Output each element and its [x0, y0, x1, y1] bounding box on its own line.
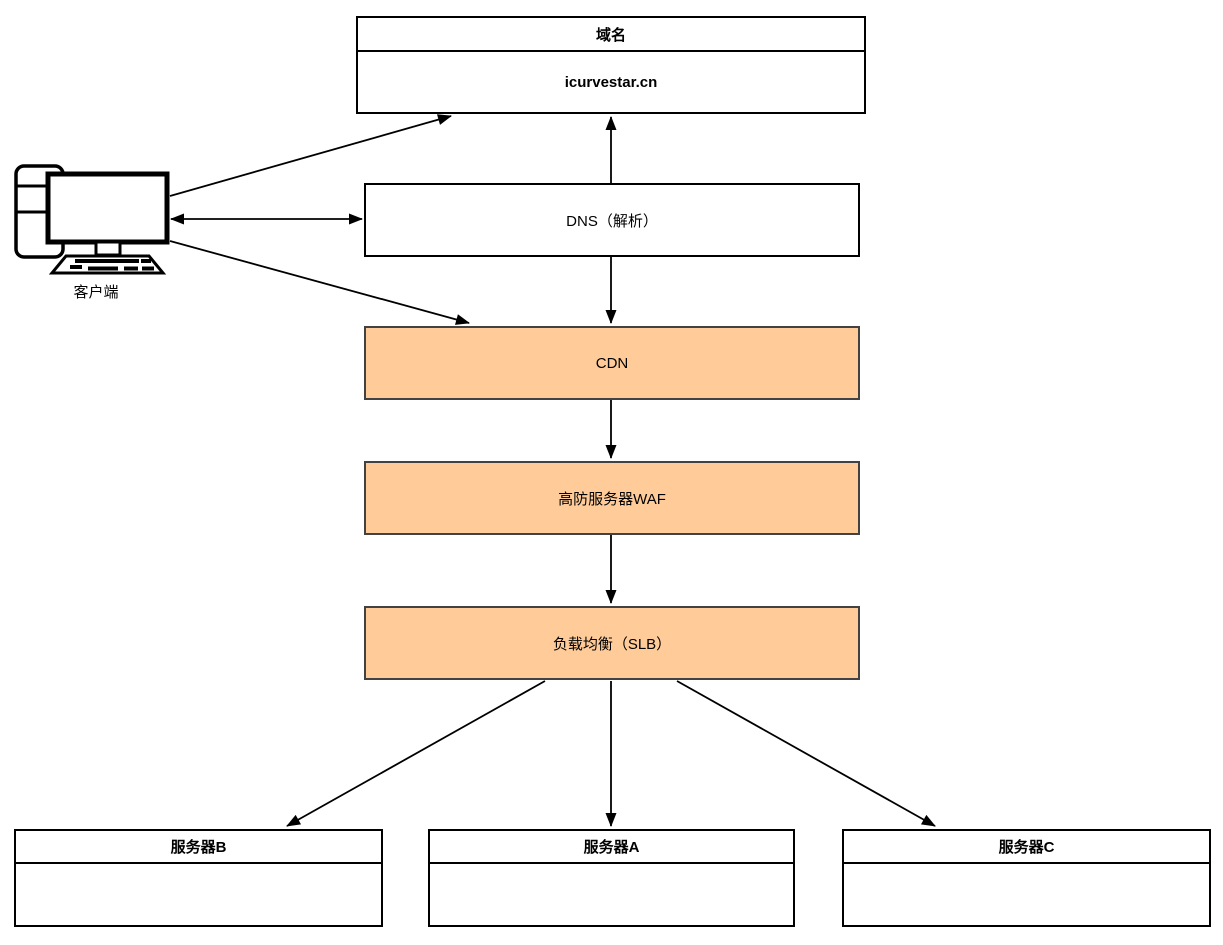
pc-tower [14, 164, 65, 259]
node-dns[interactable]: DNS（解析） [364, 183, 860, 257]
server-a-title: 服务器A [430, 831, 793, 864]
cdn-label: CDN [595, 354, 629, 372]
client-computer-icon[interactable] [14, 164, 170, 275]
dns-label: DNS（解析） [566, 212, 658, 230]
server-b-body [16, 864, 381, 925]
node-domain[interactable]: 域名 icurvestar.cn [356, 16, 866, 114]
arrow-slb-to-server-b [286, 680, 546, 827]
node-slb[interactable]: 负载均衡（SLB） [364, 606, 860, 680]
server-c-body [844, 864, 1209, 925]
arrow-slb-to-server-c [676, 680, 936, 827]
node-server-a[interactable]: 服务器A [428, 829, 795, 927]
node-cdn[interactable]: CDN [364, 326, 860, 400]
server-c-title: 服务器C [844, 831, 1209, 864]
domain-value: icurvestar.cn [564, 73, 658, 91]
node-server-c[interactable]: 服务器C [842, 829, 1211, 927]
server-a-body [430, 864, 793, 925]
pc-monitor [45, 171, 170, 245]
pc-keyboard [48, 254, 167, 275]
domain-title: 域名 [358, 18, 864, 52]
pc-monitor-stand [94, 240, 122, 257]
node-waf[interactable]: 高防服务器WAF [364, 461, 860, 535]
node-server-b[interactable]: 服务器B [14, 829, 383, 927]
client-label: 客户端 [73, 284, 119, 301]
waf-label: 高防服务器WAF [558, 490, 666, 508]
slb-label: 负载均衡（SLB） [552, 635, 672, 653]
pc-keyboard-keys [70, 259, 154, 271]
server-b-title: 服务器B [16, 831, 381, 864]
